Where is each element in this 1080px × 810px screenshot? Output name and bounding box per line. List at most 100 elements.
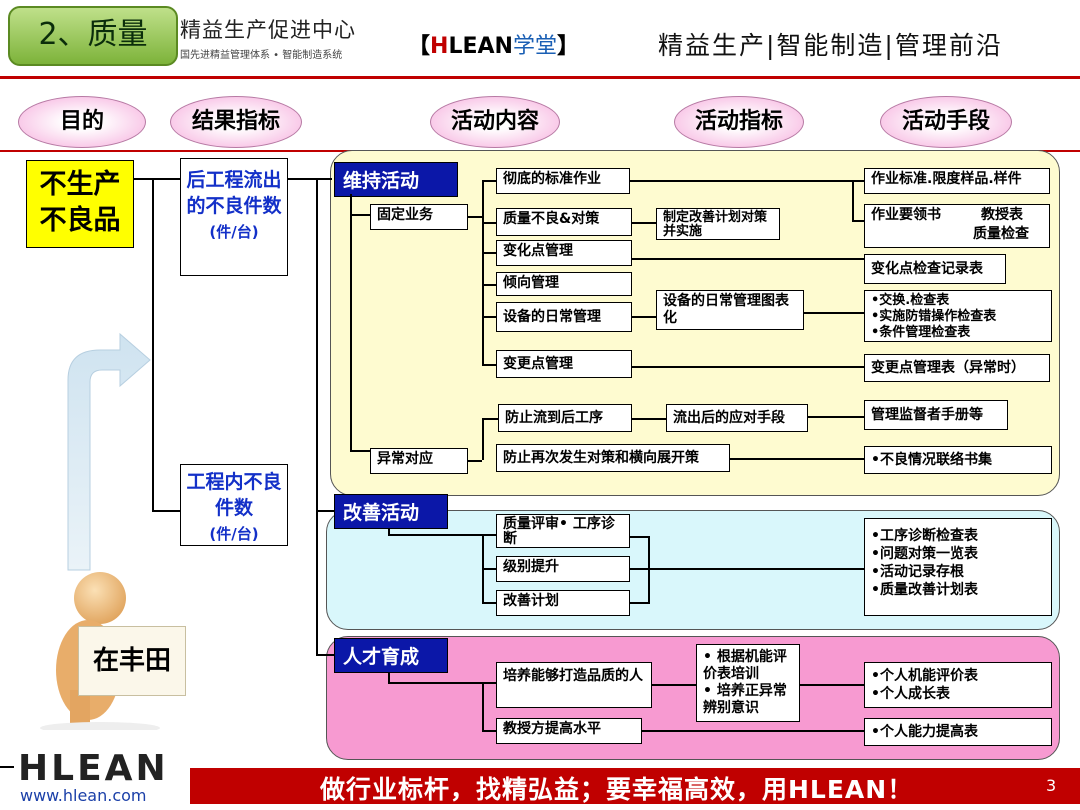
footer-logo: HLEAN xyxy=(18,748,169,789)
connector xyxy=(152,510,180,512)
indicator-improve-plan: 制定改善计划对策并实施 xyxy=(656,208,780,240)
brand-school: 学堂 xyxy=(512,34,557,59)
section-improve: 改善活动 xyxy=(334,494,448,529)
connector xyxy=(648,568,864,570)
connector xyxy=(642,730,864,732)
connector xyxy=(316,654,334,656)
indicator-function-training: • 根据机能评价表培训 xyxy=(703,649,787,682)
connector xyxy=(316,510,334,512)
fixed-task-box: 固定业务 xyxy=(370,204,468,230)
means-activity-record: •活动记录存根 xyxy=(871,564,964,580)
means-exchange-check: •交换.检查表 xyxy=(871,293,950,308)
activity-equipment-daily: 设备的日常管理 xyxy=(496,302,632,332)
activity-prevent-outflow: 防止流到后工序 xyxy=(498,404,632,432)
connector xyxy=(350,194,352,450)
brand-bracket-close: 】 xyxy=(556,34,579,59)
connector xyxy=(632,222,656,224)
connector xyxy=(134,178,180,180)
means-quality-plan: •质量改善计划表 xyxy=(871,582,978,598)
means-quality-check: 质量检查 xyxy=(973,226,1029,242)
connector xyxy=(388,528,390,536)
brand-logo: 【HLEAN学堂】 xyxy=(408,28,579,60)
connector xyxy=(804,312,864,314)
connector xyxy=(482,602,496,604)
abnormal-response-box: 异常对应 xyxy=(370,448,468,474)
indicator-abnormal-awareness: • 培养正异常辨别意识 xyxy=(703,683,787,716)
brand-rest: LEAN xyxy=(448,34,513,59)
connector xyxy=(468,460,482,462)
activity-train-quality-people: 培养能够打造品质的人 xyxy=(496,662,652,708)
section-talent: 人才育成 xyxy=(334,638,448,673)
connector xyxy=(482,364,496,366)
connector xyxy=(152,178,154,512)
connector xyxy=(482,222,496,224)
connector xyxy=(632,366,864,368)
activity-trend: 倾向管理 xyxy=(496,272,632,296)
means-work-guide-label: 作业要领书 xyxy=(871,207,941,223)
column-activity-indicator: 活动指标 xyxy=(674,96,804,148)
means-supervisor-manual: 管理监督者手册等 xyxy=(864,400,1008,430)
connector xyxy=(482,418,484,460)
connector xyxy=(730,458,864,460)
means-talent-evaluation: •个人机能评价表•个人成长表 xyxy=(864,662,1052,708)
connector xyxy=(482,682,484,730)
connector xyxy=(482,180,484,364)
activity-teacher-level: 教授方提高水平 xyxy=(496,718,642,744)
connector xyxy=(632,418,666,420)
means-process-diagnosis: •工序诊断检查表 xyxy=(871,528,978,544)
footer-slogan: 做行业标杆，找精弘益；要幸福高效，用HLEAN！ xyxy=(320,775,914,804)
connector xyxy=(630,602,648,604)
means-standards: 作业标准.限度样品.样件 xyxy=(864,168,1050,194)
connector xyxy=(630,536,648,538)
means-problem-list: •问题对策一览表 xyxy=(871,546,978,562)
connector xyxy=(482,730,496,732)
connector xyxy=(648,536,650,604)
purpose-box: 不生产不良品 xyxy=(26,160,134,248)
connector xyxy=(388,534,496,536)
column-purpose: 目的 xyxy=(18,96,146,148)
means-condition-check: •条件管理检查表 xyxy=(871,325,971,340)
activity-standard-work: 彻底的标准作业 xyxy=(496,168,630,194)
activity-level-up: 级别提升 xyxy=(496,556,630,582)
column-activity: 活动内容 xyxy=(430,96,560,148)
indicator-outflow-response: 流出后的应对手段 xyxy=(666,404,808,432)
result-inprocess-unit: (件/台) xyxy=(209,525,259,543)
section-maintain: 维持活动 xyxy=(334,162,458,197)
org-name: 精益生产促进中心 xyxy=(180,18,356,42)
connector xyxy=(350,214,370,216)
connector xyxy=(288,178,332,180)
toyota-sign: 在丰田 xyxy=(78,626,186,696)
purpose-line2: 不良品 xyxy=(39,205,121,236)
connector xyxy=(630,180,864,182)
activity-quality-review: 质量评审• 工序诊断 xyxy=(496,514,630,548)
connector xyxy=(482,252,496,254)
indicator-talent-training: • 根据机能评价表培训• 培养正异常辨别意识 xyxy=(696,644,800,722)
connector xyxy=(482,568,496,570)
means-defect-notice: •不良情况联络书集 xyxy=(864,446,1052,474)
result-inprocess-text: 工程内不良件数 xyxy=(186,471,282,519)
result-box-inprocess: 工程内不良件数 (件/台) xyxy=(180,464,288,546)
footer-url[interactable]: www.hlean.com xyxy=(20,786,147,805)
activity-change-management: 变更点管理 xyxy=(496,350,632,378)
means-teaching-table: 教授表 xyxy=(981,207,1023,223)
brand-bracket-open: 【 xyxy=(408,34,431,59)
activity-change-point: 变化点管理 xyxy=(496,240,632,266)
footer-rule-left xyxy=(0,766,14,768)
purpose-line1: 不生产 xyxy=(39,169,121,200)
brand-h: H xyxy=(430,34,449,59)
page-number: 3 xyxy=(1046,776,1057,795)
means-change-point-record: 变化点检查记录表 xyxy=(864,254,1006,284)
connector xyxy=(632,258,864,260)
means-improve-lists: •工序诊断检查表 •问题对策一览表 •活动记录存根 •质量改善计划表 xyxy=(864,518,1052,616)
means-mistake-proof: •实施防错操作检查表 xyxy=(871,309,997,324)
title-tab: 2、质量 xyxy=(8,6,178,66)
means-growth-table: •个人成长表 xyxy=(871,686,950,702)
connector xyxy=(808,416,864,418)
footer-bar xyxy=(190,768,1080,804)
connector xyxy=(482,316,496,318)
result-box-outflow: 后工程流出的不良件数(件/台) xyxy=(180,158,288,276)
connector xyxy=(652,684,696,686)
connector xyxy=(852,220,864,222)
connector xyxy=(482,180,496,182)
means-equipment-checklists: •交换.检查表•实施防错操作检查表•条件管理检查表 xyxy=(864,290,1052,342)
